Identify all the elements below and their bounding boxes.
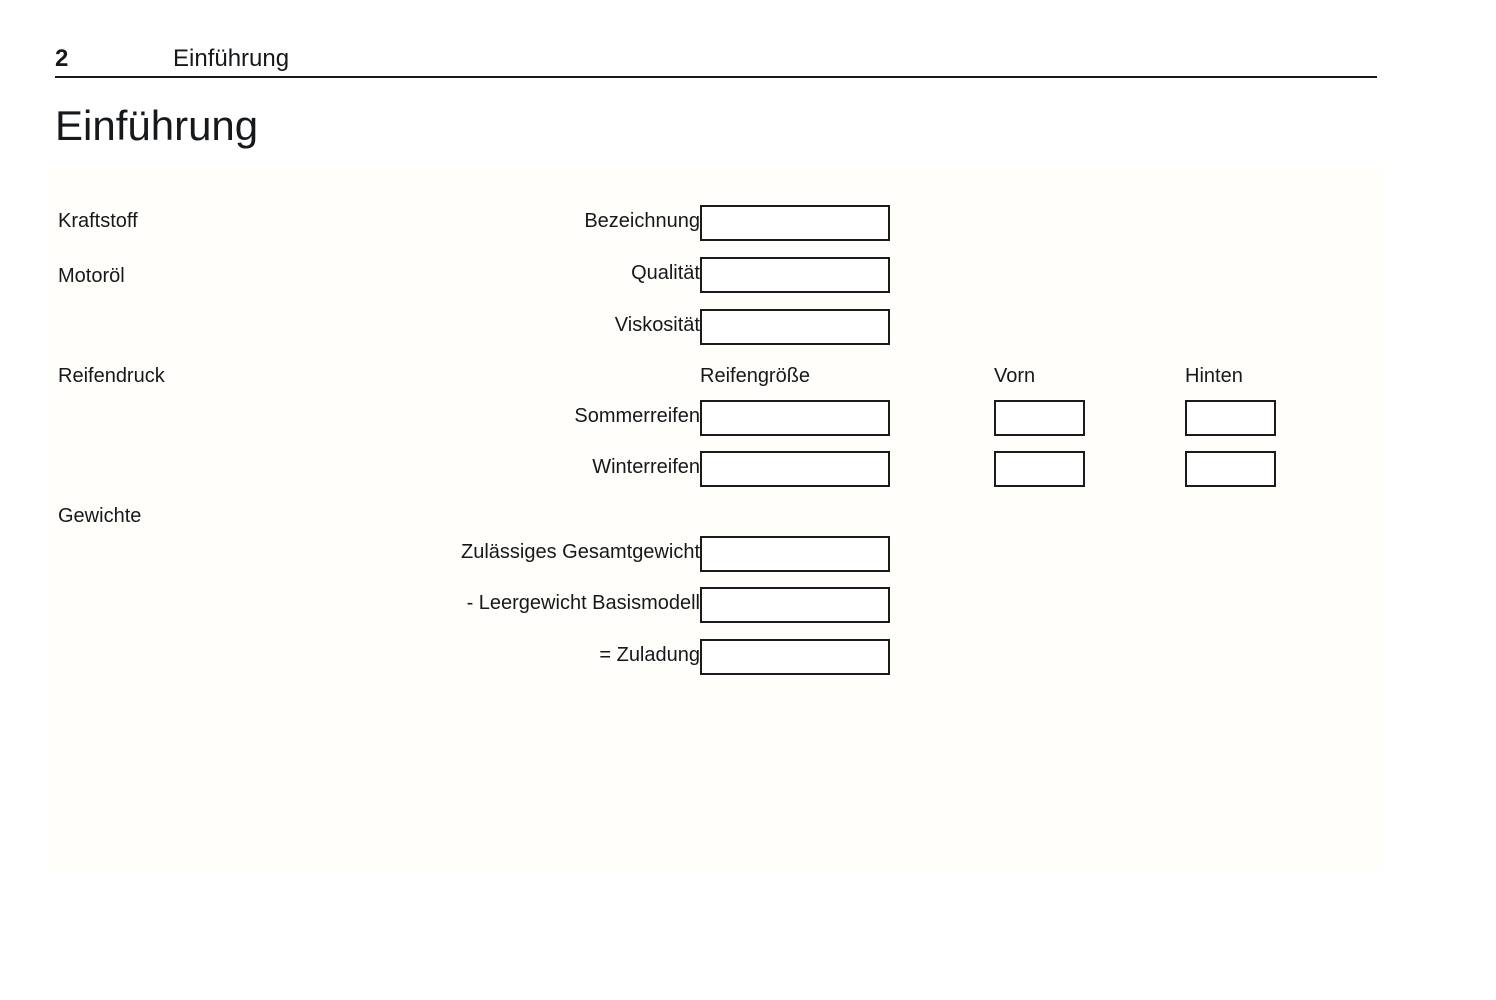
section-label-reifendruck: Reifendruck	[58, 365, 165, 387]
field-input-zuladung[interactable]	[700, 639, 890, 675]
field-input-zulaessiges-gesamtgewicht[interactable]	[700, 536, 890, 572]
header-rule	[55, 76, 1377, 78]
field-input-sommerreifen-hinten[interactable]	[1185, 400, 1276, 436]
field-label-sommerreifen: Sommerreifen	[574, 405, 700, 427]
form-panel: Kraftstoff Motoröl Reifendruck Gewichte …	[48, 165, 1384, 870]
field-input-sommerreifen-groesse[interactable]	[700, 400, 890, 436]
field-input-winterreifen-vorn[interactable]	[994, 451, 1085, 487]
page-title: Einführung	[55, 102, 259, 149]
page-number: 2	[55, 45, 69, 72]
section-label-kraftstoff: Kraftstoff	[58, 210, 138, 232]
field-input-winterreifen-hinten[interactable]	[1185, 451, 1276, 487]
field-input-leergewicht-basismodell[interactable]	[700, 587, 890, 623]
column-header-hinten: Hinten	[1185, 365, 1243, 387]
field-label-bezeichnung: Bezeichnung	[584, 210, 700, 232]
field-label-viskositaet: Viskosität	[614, 314, 700, 336]
field-label-leergewicht-basismodell: - Leergewicht Basismodell	[466, 592, 700, 614]
field-label-zulaessiges-gesamtgewicht: Zulässiges Gesamtgewicht	[461, 541, 700, 563]
section-label-motoroel: Motoröl	[58, 265, 125, 287]
field-input-viskositaet[interactable]	[700, 309, 890, 345]
field-label-winterreifen: Winterreifen	[592, 456, 700, 478]
field-input-qualitaet[interactable]	[700, 257, 890, 293]
column-header-vorn: Vorn	[994, 365, 1036, 387]
field-input-sommerreifen-vorn[interactable]	[994, 400, 1085, 436]
field-input-winterreifen-groesse[interactable]	[700, 451, 890, 487]
field-label-qualitaet: Qualität	[631, 262, 700, 284]
header-chapter-name: Einführung	[173, 45, 290, 72]
field-input-bezeichnung[interactable]	[700, 205, 890, 241]
running-header: 2 Einführung	[55, 44, 1377, 82]
column-header-reifengroesse: Reifengröße	[700, 365, 811, 387]
section-label-gewichte: Gewichte	[58, 505, 142, 527]
field-label-zuladung: = Zuladung	[599, 644, 700, 666]
